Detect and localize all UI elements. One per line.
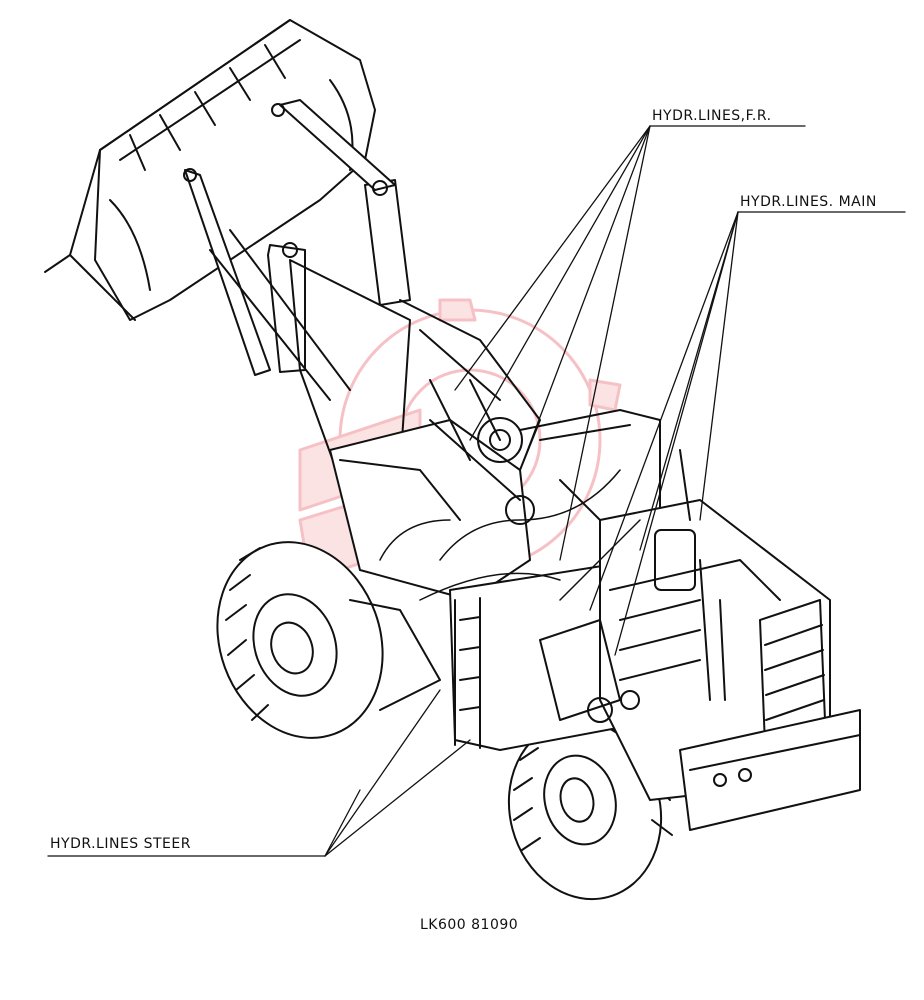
lift-arms bbox=[183, 99, 411, 481]
leader-lines bbox=[47, 125, 906, 857]
callout-hydr-lines-steer: HYDR.LINES STEER bbox=[50, 836, 191, 852]
rear-frame-engine bbox=[449, 449, 861, 831]
fr-leader-2 bbox=[469, 125, 651, 441]
steer-leader-1 bbox=[324, 689, 441, 857]
fr-leader-3 bbox=[519, 125, 651, 471]
main-leader-2 bbox=[614, 211, 739, 656]
main-leader-1 bbox=[589, 211, 739, 611]
fr-leader-4 bbox=[559, 125, 651, 561]
fr-leader-1 bbox=[454, 125, 651, 391]
steer-leader-3 bbox=[324, 789, 361, 857]
callout-hydr-lines-fr: HYDR.LINES,F.R. bbox=[652, 108, 772, 124]
front-frame bbox=[329, 299, 661, 601]
main-leader-4 bbox=[699, 211, 739, 521]
callout-hydr-lines-main: HYDR.LINES. MAIN bbox=[740, 194, 877, 210]
figure-caption: LK600 81090 bbox=[420, 917, 519, 933]
hydraulic-lines bbox=[379, 469, 641, 601]
bucket bbox=[44, 19, 376, 321]
steer-leader-2 bbox=[324, 739, 471, 857]
main-leader-3 bbox=[639, 211, 739, 551]
front-left-wheel bbox=[216, 541, 441, 739]
